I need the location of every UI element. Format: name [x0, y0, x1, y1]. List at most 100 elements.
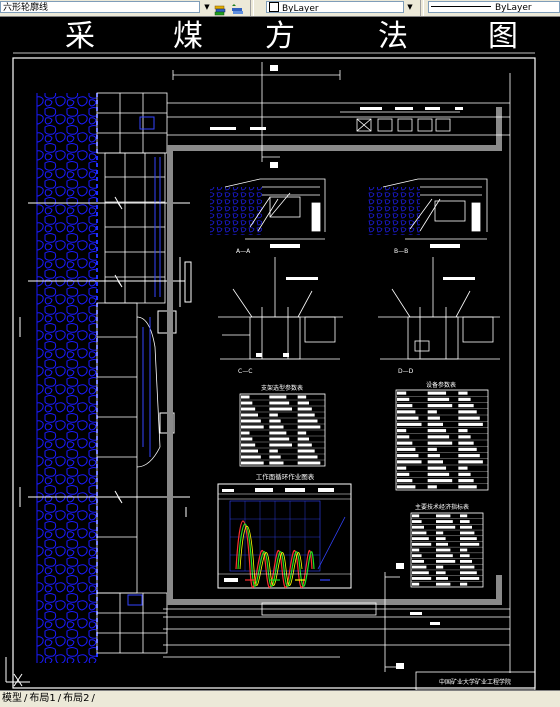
table-cell-text-mark	[397, 410, 416, 414]
linetype-dropdown-arrow-icon[interactable]: ▼	[204, 3, 210, 11]
table-cell-text-mark	[458, 485, 477, 489]
tab-model[interactable]: 模型	[2, 693, 22, 704]
color-dropdown[interactable]: ByLayer	[266, 1, 404, 13]
cross-section-a	[210, 178, 326, 248]
table-cell-text-mark	[436, 514, 451, 518]
table-cell-text-mark	[427, 435, 450, 439]
table-cell-text-mark	[460, 571, 477, 575]
table-cell-text-mark	[269, 455, 281, 459]
table-cell-text-mark	[397, 416, 419, 420]
table-cell-text-mark	[427, 397, 450, 401]
table3-title: 主要技术经济指标表	[415, 503, 469, 511]
tab-layout2[interactable]: 布局2	[63, 693, 90, 704]
table-cell-text-mark	[297, 461, 321, 465]
table-cell-text-mark	[427, 466, 447, 470]
table-cell-text-mark	[460, 577, 480, 580]
table-cell-text-mark	[427, 416, 440, 420]
table-cell-text-mark	[412, 525, 424, 529]
table-cell-text-mark	[436, 531, 444, 535]
table-cell-text-mark	[460, 548, 468, 552]
tab-layout1[interactable]: 布局1	[29, 693, 56, 704]
table-cell-text-mark	[412, 548, 420, 552]
color-value: ByLayer	[282, 4, 319, 13]
table-cell-text-mark	[412, 514, 420, 518]
table-cell-text-mark	[397, 447, 416, 451]
table-cell-text-mark	[269, 431, 287, 435]
table-cell-text-mark	[397, 391, 407, 395]
table-cell-text-mark	[241, 401, 253, 405]
table-cell-text-mark	[460, 514, 468, 518]
table-cell-text-mark	[458, 472, 471, 476]
table-cell-text-mark	[412, 520, 422, 523]
drawing-title: 采 煤 方 法 图	[65, 19, 518, 54]
table-cell-text-mark	[427, 479, 453, 483]
toolbar-separator	[250, 0, 254, 16]
table-cell-text-mark	[436, 565, 444, 569]
table-cell-text-mark	[460, 582, 468, 586]
table-cell-text-mark	[397, 485, 416, 489]
table-cell-text-mark	[241, 419, 261, 423]
table-cell-text-mark	[269, 449, 278, 453]
title-char-5: 图	[488, 19, 518, 54]
table-cell-text-mark	[412, 565, 427, 569]
table-cell-text-mark	[460, 531, 475, 535]
label-c-c: C—C	[238, 368, 252, 375]
table-cell-text-mark	[269, 425, 284, 429]
table-cell-text-mark	[297, 449, 315, 453]
label-a-a: A—A	[236, 248, 251, 255]
table-cell-text-mark	[458, 454, 480, 458]
table-cell-text-mark	[297, 413, 315, 417]
table-cell-text-mark	[460, 537, 477, 541]
table-equipment-params: 设备参数表	[395, 381, 489, 491]
lineweight-dropdown[interactable]: ByLayer	[428, 1, 560, 13]
table-cell-text-mark	[427, 441, 453, 445]
ucs-icon	[5, 657, 30, 687]
title-block: 中国矿业大学矿业工程学院	[415, 671, 536, 691]
table-tech-indicators: 主要技术经济指标表	[410, 503, 484, 588]
layer-state-icon[interactable]	[214, 1, 226, 16]
table-cell-text-mark	[458, 466, 468, 470]
cross-section-b	[368, 178, 488, 248]
table-cell-text-mark	[460, 565, 475, 569]
table-cell-text-mark	[269, 443, 292, 447]
table-cell-text-mark	[436, 582, 451, 586]
table-cell-text-mark	[427, 447, 437, 451]
label-d-d: D—D	[398, 368, 414, 375]
title-char-2: 煤	[173, 19, 203, 54]
table-cell-text-mark	[412, 542, 432, 546]
table-cell-text-mark	[269, 401, 290, 405]
title-char-4: 法	[378, 19, 408, 54]
table-cell-text-mark	[436, 520, 453, 523]
table-cell-text-mark	[297, 401, 309, 405]
table-cell-text-mark	[269, 395, 287, 399]
drawing-canvas[interactable]: 采 煤 方 法 图	[0, 17, 560, 691]
table-cell-text-mark	[241, 443, 256, 447]
layer-previous-icon[interactable]	[230, 1, 244, 14]
table-cell-text-mark	[269, 413, 278, 417]
table-cell-text-mark	[297, 437, 309, 441]
layout-tabs-bar: 模型/布局1/布局2/	[0, 690, 560, 707]
table-cell-text-mark	[297, 407, 312, 411]
table-cell-text-mark	[460, 554, 470, 558]
table-cell-text-mark	[460, 525, 472, 529]
table-cell-text-mark	[436, 548, 451, 552]
table-cell-text-mark	[397, 404, 413, 408]
table-cell-text-mark	[460, 520, 470, 523]
table-cell-text-mark	[241, 437, 253, 441]
table-cell-text-mark	[427, 410, 437, 414]
cad-drawing: 采 煤 方 法 图	[5, 19, 536, 691]
title-char-3: 方	[265, 19, 295, 54]
table-cell-text-mark	[458, 460, 483, 464]
table-cell-text-mark	[436, 537, 446, 541]
linetype-dropdown[interactable]: 六形轮廓线	[0, 1, 200, 13]
table-cell-text-mark	[436, 525, 456, 529]
table-cell-text-mark	[427, 429, 447, 433]
table-cell-text-mark	[241, 413, 258, 417]
table-cell-text-mark	[412, 531, 427, 535]
table-cell-text-mark	[427, 404, 453, 408]
color-dropdown-arrow-icon[interactable]: ▼	[407, 3, 413, 11]
chart-title: 工作面循环作业图表	[256, 472, 315, 481]
table-cell-text-mark	[297, 425, 321, 429]
table-cell-text-mark	[397, 429, 407, 433]
table-cell-text-mark	[436, 542, 448, 546]
